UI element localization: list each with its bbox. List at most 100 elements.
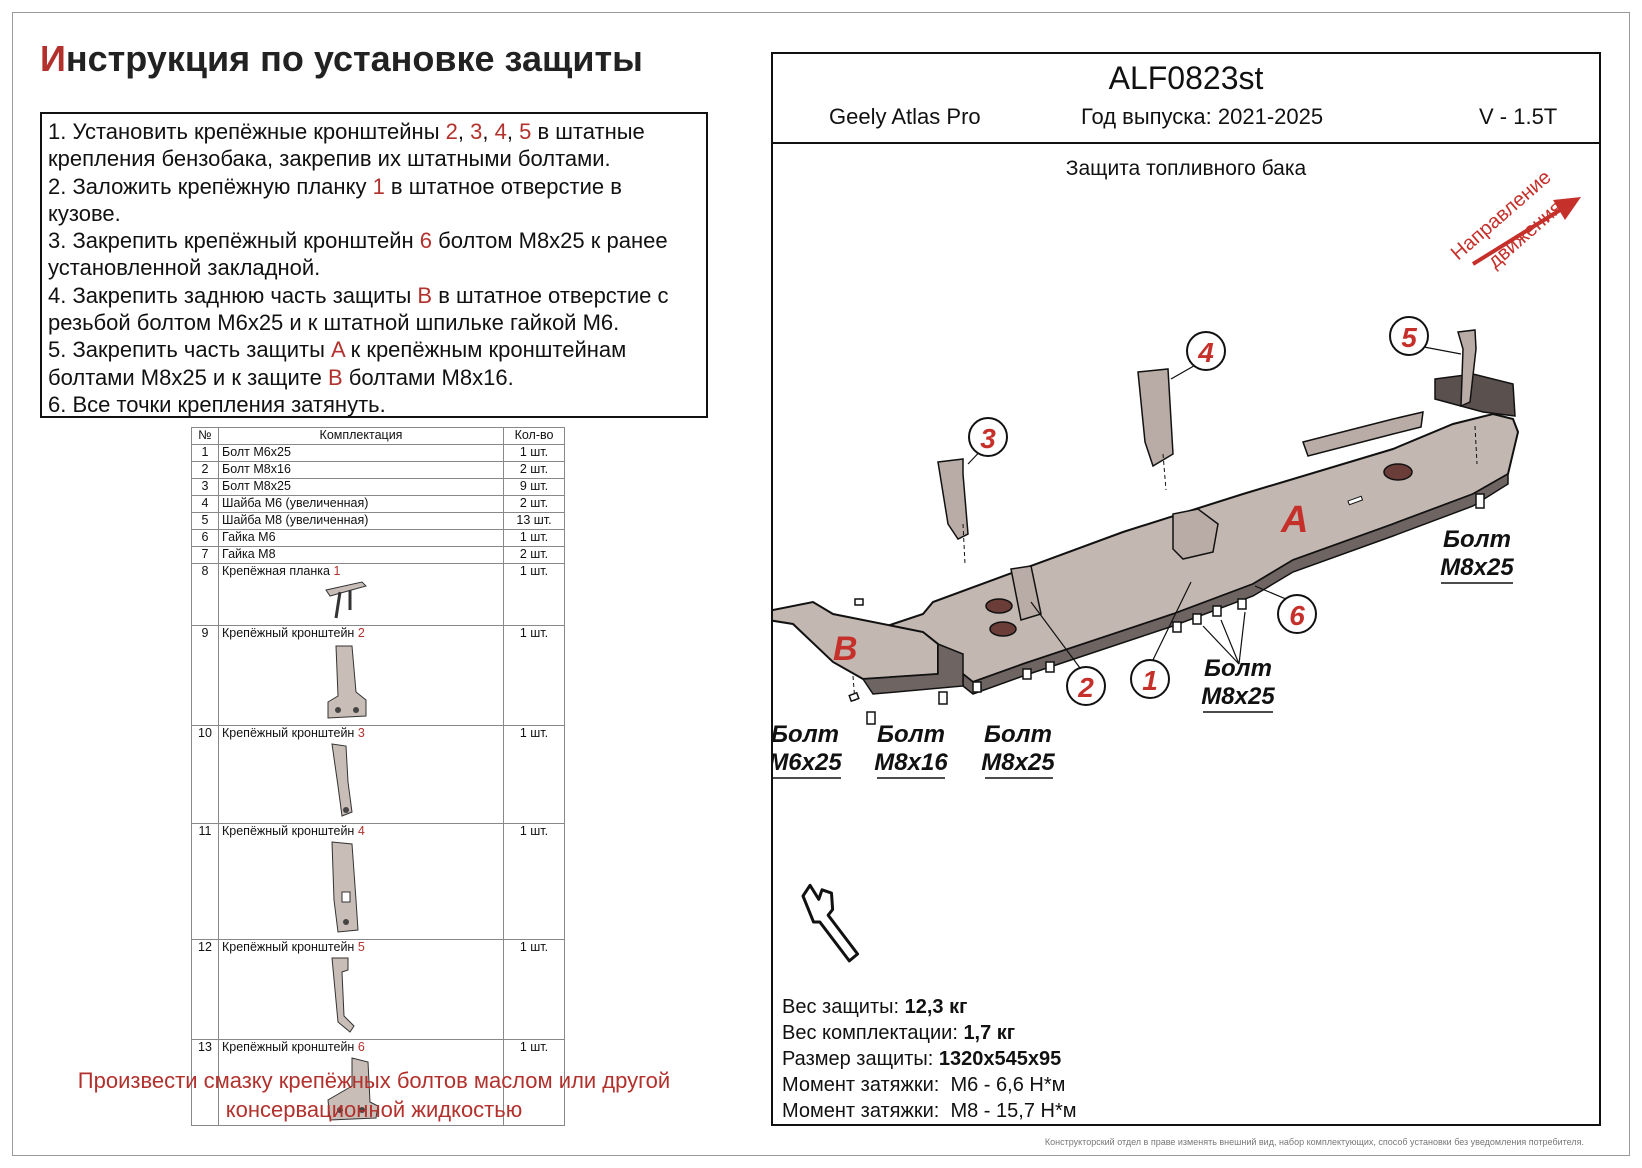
kit-item-name: Шайба М6 (увеличенная) [222,496,369,510]
part-ref: 2 [445,119,458,144]
bracket-5 [1457,329,1477,408]
spec-value: 1320х545х95 [938,1048,1062,1070]
callout-1: 1 [1130,659,1170,699]
kit-row-qty: 1 шт. [503,529,565,547]
title-first-letter: И [40,38,66,79]
bracket-2 [1010,565,1042,621]
car-model: Geely Atlas Pro [829,104,981,129]
kit-table-header: № Комплектация Кол-во [191,427,565,445]
kit-row-qty: 1 шт. [503,939,565,1040]
callout-3: 3 [968,417,1008,457]
kit-item-name: Шайба М8 (увеличенная) [222,513,369,527]
instruction-text: 4. Закрепить заднюю часть защиты [48,282,418,308]
spec-line: Момент затяжки: М6 - 6,6 Н*м [782,1072,1076,1098]
kit-row-number: 11 [191,823,219,940]
part-ref: A [331,337,345,363]
part-ref: 1 [372,173,385,199]
kit-row-number: 4 [191,495,219,513]
spec-value: 12,3 кг [904,996,968,1018]
part-label-b: B [833,630,858,668]
lube-note: Произвести смазку крепёжных болтов масло… [77,1068,671,1122]
part-ref: 3 [470,119,483,144]
spec-line: Размер защиты: 1320х545х95 [782,1046,1076,1072]
bolt-label-right-1: Болт [1443,526,1511,553]
kit-row-name: Гайка М6 [218,529,504,547]
bolt-label-m825-b-1: Болт [1204,655,1272,682]
bracket-5-icon [322,956,500,1039]
kit-row-qty: 1 шт. [503,823,565,940]
kit-row-name: Шайба М6 (увеличенная) [218,495,504,513]
sheet-border [12,12,1630,1156]
kit-item-name: Болт М8х25 [222,479,291,493]
kit-row-name: Крепёжный кронштейн 5 [218,939,504,1040]
kit-row-qty: 2 шт. [503,461,565,479]
drawing-subtitle: Защита топливного бака [1065,157,1307,180]
kit-item-name: Крепёжный кронштейн [222,626,355,640]
spec-value: М8 - 15,7 Н*м [950,1100,1077,1122]
svg-text:1: 1 [1142,665,1158,696]
part-code: ALF0823st [1108,60,1264,96]
part-ref: 6 [419,228,433,254]
instruction-text: 6. Все точки крепления затянуть. [48,391,386,417]
spec-line: Момент затяжки: М8 - 15,7 Н*м [782,1098,1076,1124]
bracket-6 [1172,508,1219,560]
kit-row-number: 9 [191,625,219,726]
part-ref: 5 [357,940,365,954]
kit-row-name: Крепёжный кронштейн 4 [218,823,504,940]
kit-item-name: Крепёжный кронштейн [222,824,355,838]
part-ref: B [417,282,433,308]
kit-header-num: № [191,427,219,445]
engine-volume: V - 1.5T [1479,104,1558,129]
kit-row-qty: 1 шт. [503,1039,565,1126]
kit-row-name: Крепёжный кронштейн 2 [218,625,504,726]
kit-row-number: 5 [191,512,219,530]
wrench-icon [801,883,860,963]
instruction-text: в штатное отверстие с резьбой болтом М6х… [48,282,669,336]
kit-row-number: 13 [191,1039,219,1126]
kit-item-name: Гайка М6 [222,530,276,544]
svg-text:4: 4 [1197,337,1214,368]
part-ref: 5 [519,119,532,144]
bolt-label-underlines [773,582,1513,779]
kit-header-name: Комплектация [218,427,504,445]
instruction-text: , [506,119,520,144]
part-label-a: A [1280,499,1308,541]
kit-row-number: 8 [191,563,219,626]
instruction-text: к крепёжным кронштейнам болтами М8х25 и … [48,337,627,390]
bracket-6-icon [322,1056,500,1125]
kit-row-number: 3 [191,478,219,496]
bolt-label-m825-a-2: М8х25 [981,749,1055,776]
bolt-label-m6-2: М6х25 [773,749,842,776]
kit-row-name: Болт М6х25 [218,444,504,462]
kit-row-qty: 1 шт. [503,563,565,626]
svg-text:6: 6 [1289,600,1305,631]
instruction-text: 3. Закрепить крепёжный кронштейн [48,228,420,254]
callout-5: 5 [1389,316,1429,356]
kit-item-name: Крепёжный кронштейн [222,726,355,740]
page-title: Инструкция по установке защиты [40,38,643,80]
kit-row-qty: 9 шт. [503,478,565,496]
instruction-text: в штатные крепления бензобака, закрепив … [48,119,645,172]
bolt-label-m816-1: Болт [877,721,945,748]
instructions-box: 1. Установить крепёжные кронштейны 2, 3,… [40,112,708,418]
instruction-step: 2. Заложить крепёжную планку 1 в штатное… [48,173,700,228]
instruction-text: , [482,119,495,144]
kit-row-number: 6 [191,529,219,547]
kit-row-name: Гайка М8 [218,546,504,564]
instruction-text: болтами М8х16. [342,364,514,390]
svg-text:3: 3 [980,423,996,454]
kit-row-number: 1 [191,444,219,462]
kit-row-name: Болт М8х16 [218,461,504,479]
kit-row-number: 12 [191,939,219,1040]
header-divider [773,142,1599,144]
spec-label: Размер защиты: [782,1048,939,1070]
